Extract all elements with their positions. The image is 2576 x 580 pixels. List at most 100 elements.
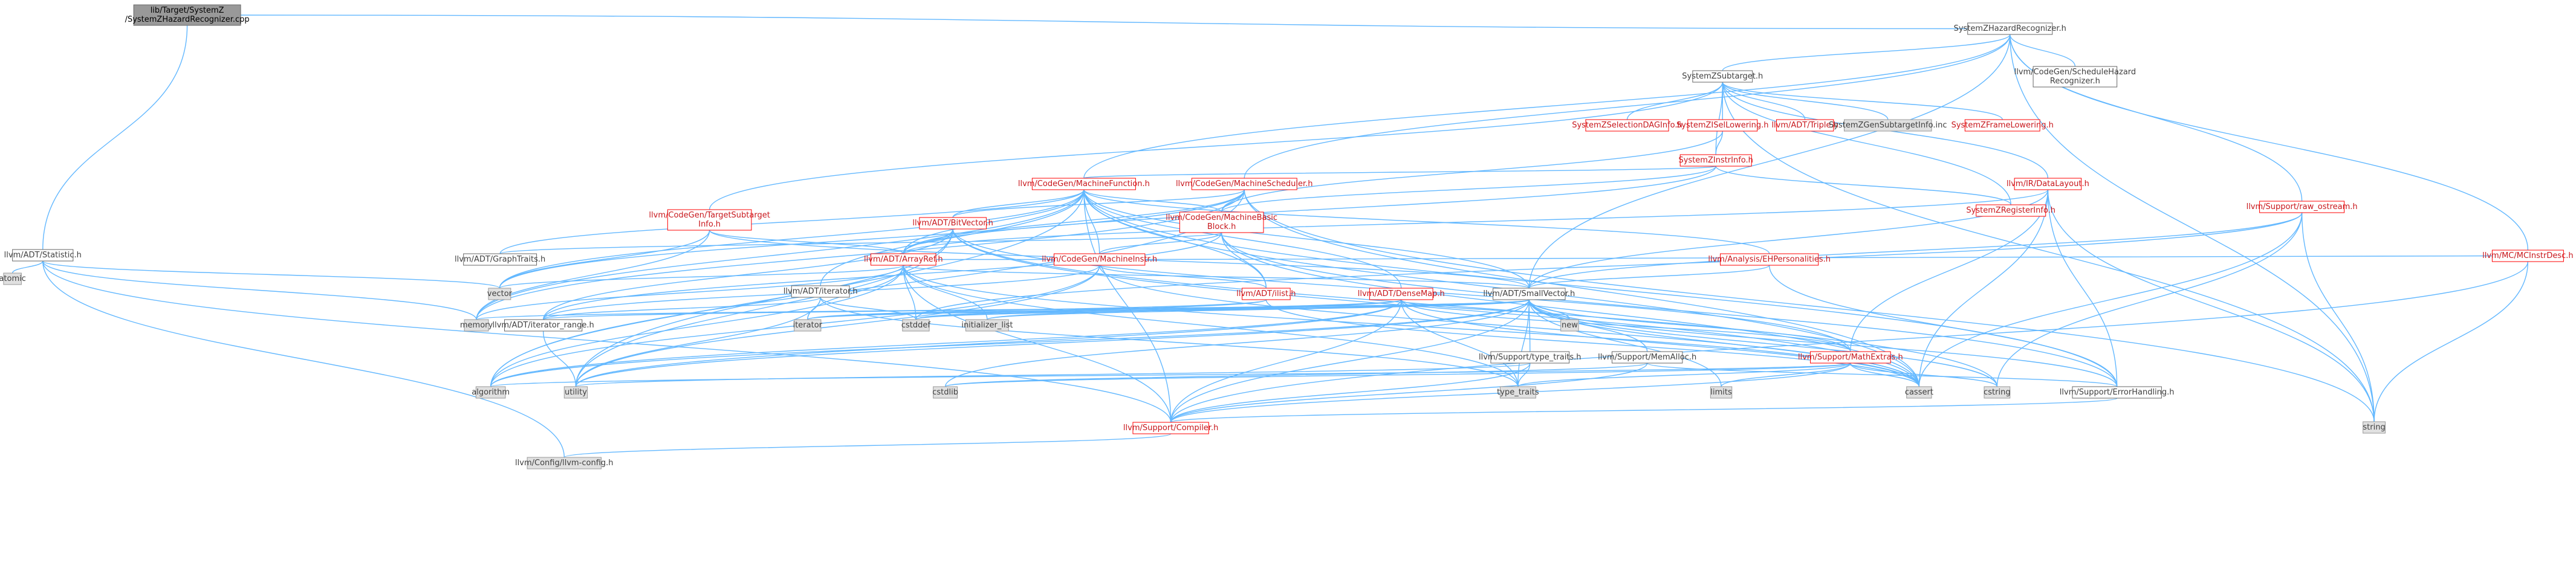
- file-node-hazard-h[interactable]: SystemZHazardRecognizer.h: [1954, 22, 2066, 35]
- dependency-edge: [952, 189, 1245, 218]
- dependency-edge: [807, 299, 1402, 320]
- file-node-iterator-range[interactable]: llvm/ADT/iterator_range.h: [493, 319, 594, 332]
- dependency-edge: [903, 189, 2049, 254]
- dependency-edge: [2047, 189, 2375, 422]
- node-box: [527, 457, 602, 469]
- dependency-edge: [575, 362, 1531, 387]
- file-node-memalloc[interactable]: llvm/Support/MemAlloc.h: [1598, 351, 1696, 364]
- node-label: utility: [565, 388, 587, 397]
- node-label: llvm/IR/DataLayout.h: [2007, 179, 2089, 188]
- dependency-edge: [1244, 34, 2011, 179]
- dependency-edge: [1722, 82, 2011, 205]
- file-node-msched[interactable]: llvm/CodeGen/MachineScheduler.h: [1176, 178, 1313, 190]
- dependency-edge: [820, 189, 1085, 286]
- file-node-bitvector[interactable]: llvm/ADT/BitVector.h: [912, 217, 993, 230]
- node-box: [488, 288, 511, 300]
- file-node-rawostream[interactable]: llvm/Support/raw_ostream.h: [2247, 201, 2358, 213]
- file-node-densemap[interactable]: llvm/ADT/DenseMap.h: [1358, 288, 1445, 300]
- dependency-edge: [542, 232, 1222, 320]
- file-node-mcinstrdesc[interactable]: llvm/MC/MCInstrDesc.h: [2482, 250, 2574, 262]
- dependency-edge: [1722, 82, 2003, 120]
- dependency-edge: [490, 299, 1402, 387]
- node-box: [2259, 201, 2345, 213]
- node-label: new: [1562, 321, 1578, 330]
- dependency-edge: [1517, 362, 1851, 387]
- dependency-edge: [2010, 34, 2375, 422]
- node-label: llvm/CodeGen/MachineScheduler.h: [1176, 179, 1313, 188]
- file-node-instrinfo[interactable]: SystemZInstrInfo.h: [1678, 154, 1753, 167]
- file-node-errhandling[interactable]: llvm/Support/ErrorHandling.h: [2060, 386, 2175, 399]
- node-box: [1720, 253, 1819, 266]
- node-box: [1499, 386, 1536, 399]
- dependency-edge: [1722, 34, 2011, 71]
- node-box: [2072, 386, 2162, 399]
- file-node-seldag[interactable]: SystemZSelectionDAGInfo.h: [1572, 119, 1682, 132]
- node-box: [794, 319, 822, 332]
- dependency-edge: [42, 260, 565, 458]
- file-node-mathextras[interactable]: llvm/Support/MathExtras.h: [1798, 351, 1903, 364]
- file-node-iterator-h[interactable]: llvm/ADT/iterator.h: [784, 285, 858, 298]
- dependency-edge: [542, 299, 1530, 320]
- node-box: [463, 253, 537, 266]
- node-box: [933, 386, 958, 399]
- file-node-string: string: [2363, 421, 2386, 434]
- node-box: [1984, 386, 2011, 399]
- file-node-arrayref[interactable]: llvm/ADT/ArrayRef.h: [864, 253, 943, 266]
- dependency-edge: [2373, 261, 2529, 422]
- node-box: [965, 319, 1009, 332]
- file-node-framelow[interactable]: SystemZFrameLowering.h: [1951, 119, 2054, 132]
- file-node-ehpers[interactable]: llvm/Analysis/EHPersonalities.h: [1708, 253, 1831, 266]
- file-node-subtarget[interactable]: SystemZSubtarget.h: [1682, 70, 1763, 83]
- file-node-cassert: cassert: [1905, 386, 1933, 399]
- node-box: [1493, 288, 1566, 300]
- file-node-smallvector[interactable]: llvm/ADT/SmallVector.h: [1483, 288, 1575, 300]
- file-node-cstddef: cstddef: [901, 319, 930, 332]
- node-box: [1776, 119, 1834, 132]
- dependency-edge: [11, 260, 44, 274]
- node-box: [3, 272, 22, 285]
- dependency-edge: [42, 25, 188, 250]
- file-node-iterator: iterator: [793, 319, 823, 332]
- node-label: initializer_list: [961, 321, 1013, 330]
- file-node-reginfo[interactable]: SystemZRegisterInfo.h: [1966, 204, 2055, 217]
- file-node-statistic[interactable]: llvm/ADT/Statistic.h: [4, 249, 82, 262]
- node-box: [1976, 204, 2046, 217]
- file-node-root[interactable]: lib/Target/SystemZ/SystemZHazardRecogniz…: [125, 4, 250, 26]
- node-label: llvm/CodeGen/MachineBasic: [1166, 213, 1277, 222]
- node-label: SystemZFrameLowering.h: [1951, 121, 2054, 130]
- file-node-cstdlib: cstdlib: [932, 386, 958, 399]
- file-node-minstr[interactable]: llvm/CodeGen/MachineInstr.h: [1042, 253, 1157, 266]
- node-box: [475, 386, 506, 399]
- node-box: [2014, 178, 2082, 190]
- node-box: [2363, 421, 2386, 434]
- node-label: cstring: [1984, 388, 2010, 397]
- dependency-edge: [820, 297, 917, 320]
- file-node-compiler[interactable]: llvm/Support/Compiler.h: [1123, 422, 1218, 434]
- file-node-mf[interactable]: llvm/CodeGen/MachineFunction.h: [1018, 178, 1150, 190]
- node-box: [1692, 70, 1753, 83]
- node-label: SystemZGenSubtargetInfo.inc: [1829, 121, 1947, 130]
- file-node-graphtraits[interactable]: llvm/ADT/GraphTraits.h: [455, 253, 545, 266]
- file-node-ilist[interactable]: llvm/ADT/ilist.h: [1236, 288, 1296, 300]
- node-label: llvm/ADT/SmallVector.h: [1483, 289, 1575, 298]
- node-label: SystemZHazardRecognizer.h: [1954, 24, 2066, 33]
- dependency-edge: [1850, 362, 1998, 387]
- file-node-isel[interactable]: SystemZISelLowering.h: [1676, 119, 1769, 132]
- dependency-edge: [1715, 130, 1723, 155]
- file-node-triple[interactable]: llvm/ADT/Triple.h: [1771, 119, 1838, 132]
- dependency-edge: [499, 232, 1222, 254]
- file-node-typetraits-h[interactable]: llvm/Support/type_traits.h: [1479, 351, 1582, 364]
- node-box: [1710, 386, 1733, 399]
- file-node-datalayout[interactable]: llvm/IR/DataLayout.h: [2007, 178, 2089, 190]
- dependency-edge: [903, 166, 1716, 254]
- dependency-edge: [1401, 299, 1920, 387]
- node-box: [1031, 178, 1136, 190]
- dependency-edge: [563, 433, 1172, 458]
- node-box: [1809, 351, 1891, 364]
- dependency-edge: [952, 228, 1998, 387]
- node-label: SystemZSubtarget.h: [1682, 72, 1763, 81]
- dependency-edge: [241, 14, 1968, 30]
